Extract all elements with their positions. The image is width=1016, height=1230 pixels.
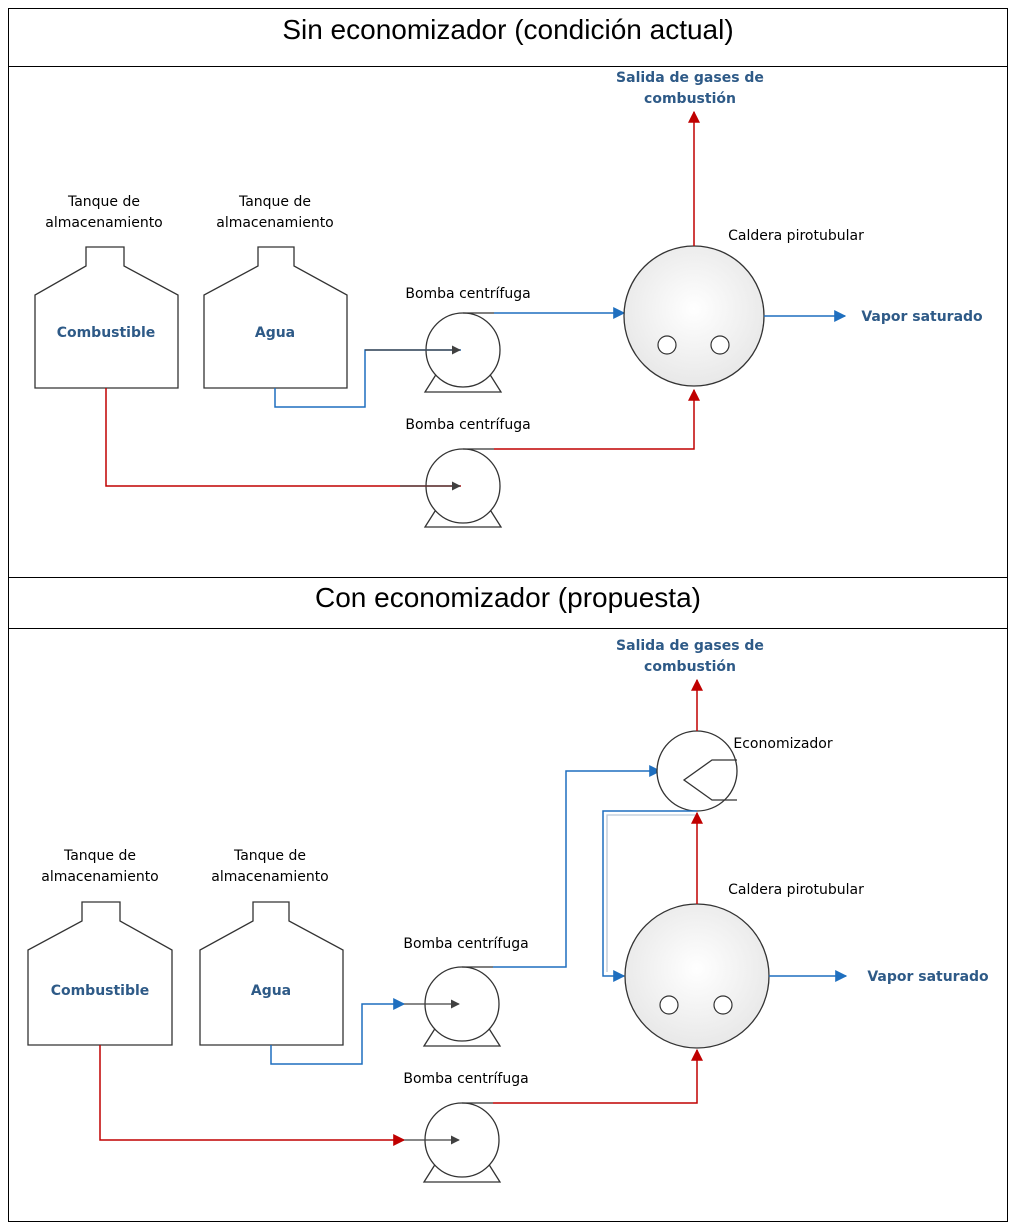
bottom-fuel-pump: [422, 1102, 502, 1183]
top-steam-label: Vapor saturado: [861, 309, 983, 325]
top-fuel-tank: [34, 246, 179, 389]
top-water-pump: [423, 312, 503, 393]
top-pump1-label: Bomba centrífuga: [405, 286, 530, 302]
bottom-water-to-economizer-line: [493, 765, 662, 968]
bottom-economizer-to-boiler-line: [602, 810, 697, 982]
bottom-water-suction-line: [270, 998, 406, 1065]
bottom-fuel-to-boiler-line: [493, 1048, 703, 1104]
divider-mid-top: [8, 577, 1008, 578]
bottom-tank2-label-2: almacenamiento: [211, 869, 329, 885]
top-tank2-content: Agua: [255, 325, 295, 341]
bottom-tank1-label-2: almacenamiento: [41, 869, 159, 885]
top-tank2-label-1: Tanque de: [238, 194, 311, 210]
bottom-exhaust-label-2: combustión: [644, 659, 736, 675]
top-tank2-label-2: almacenamiento: [216, 215, 334, 231]
bottom-pump1-label: Bomba centrífuga: [403, 936, 528, 952]
top-exhaust-label-1: Salida de gases de: [616, 70, 764, 86]
bottom-tank1-label-1: Tanque de: [63, 848, 136, 864]
bottom-section: Tanque de almacenamiento Combustible Tan…: [27, 638, 989, 1183]
top-fuel-pump: [423, 448, 503, 528]
bottom-water-tank: [199, 901, 344, 1046]
bottom-fuel-suction-line: [99, 1045, 406, 1146]
top-fuel-to-boiler-line: [494, 388, 700, 450]
top-boiler-label: Caldera pirotubular: [728, 228, 864, 244]
top-water-tank: [203, 246, 348, 389]
bottom-steam-label: Vapor saturado: [867, 969, 989, 985]
divider-top: [8, 66, 1008, 67]
top-pump2-label: Bomba centrífuga: [405, 417, 530, 433]
top-exhaust-label-2: combustión: [644, 91, 736, 107]
bottom-exhaust-label-1: Salida de gases de: [616, 638, 764, 654]
top-fuel-suction-line: [105, 388, 461, 487]
bottom-pump2-label: Bomba centrífuga: [403, 1071, 528, 1087]
economizer-label: Economizador: [733, 736, 832, 752]
bottom-fuel-tank: [27, 901, 173, 1046]
bottom-boiler-label: Caldera pirotubular: [728, 882, 864, 898]
diagram-frame: [8, 8, 1008, 1222]
bottom-tank1-content: Combustible: [51, 983, 150, 999]
bottom-boiler: [624, 903, 770, 1049]
top-tank1-label-1: Tanque de: [67, 194, 140, 210]
top-tank1-content: Combustible: [57, 325, 156, 341]
divider-mid-bottom: [8, 628, 1008, 629]
bottom-tank2-content: Agua: [251, 983, 291, 999]
top-boiler: [623, 245, 765, 387]
economizer: [656, 730, 738, 812]
bottom-tank2-label-1: Tanque de: [233, 848, 306, 864]
section-title-bottom: Con economizador (propuesta): [315, 582, 701, 613]
top-tank1-label-2: almacenamiento: [45, 215, 163, 231]
top-section: Tanque de almacenamiento Combustible Tan…: [34, 70, 983, 528]
bottom-economizer-return-shadow: [606, 814, 697, 972]
section-title-top: Sin economizador (condición actual): [282, 14, 734, 45]
bottom-water-pump: [422, 966, 502, 1047]
